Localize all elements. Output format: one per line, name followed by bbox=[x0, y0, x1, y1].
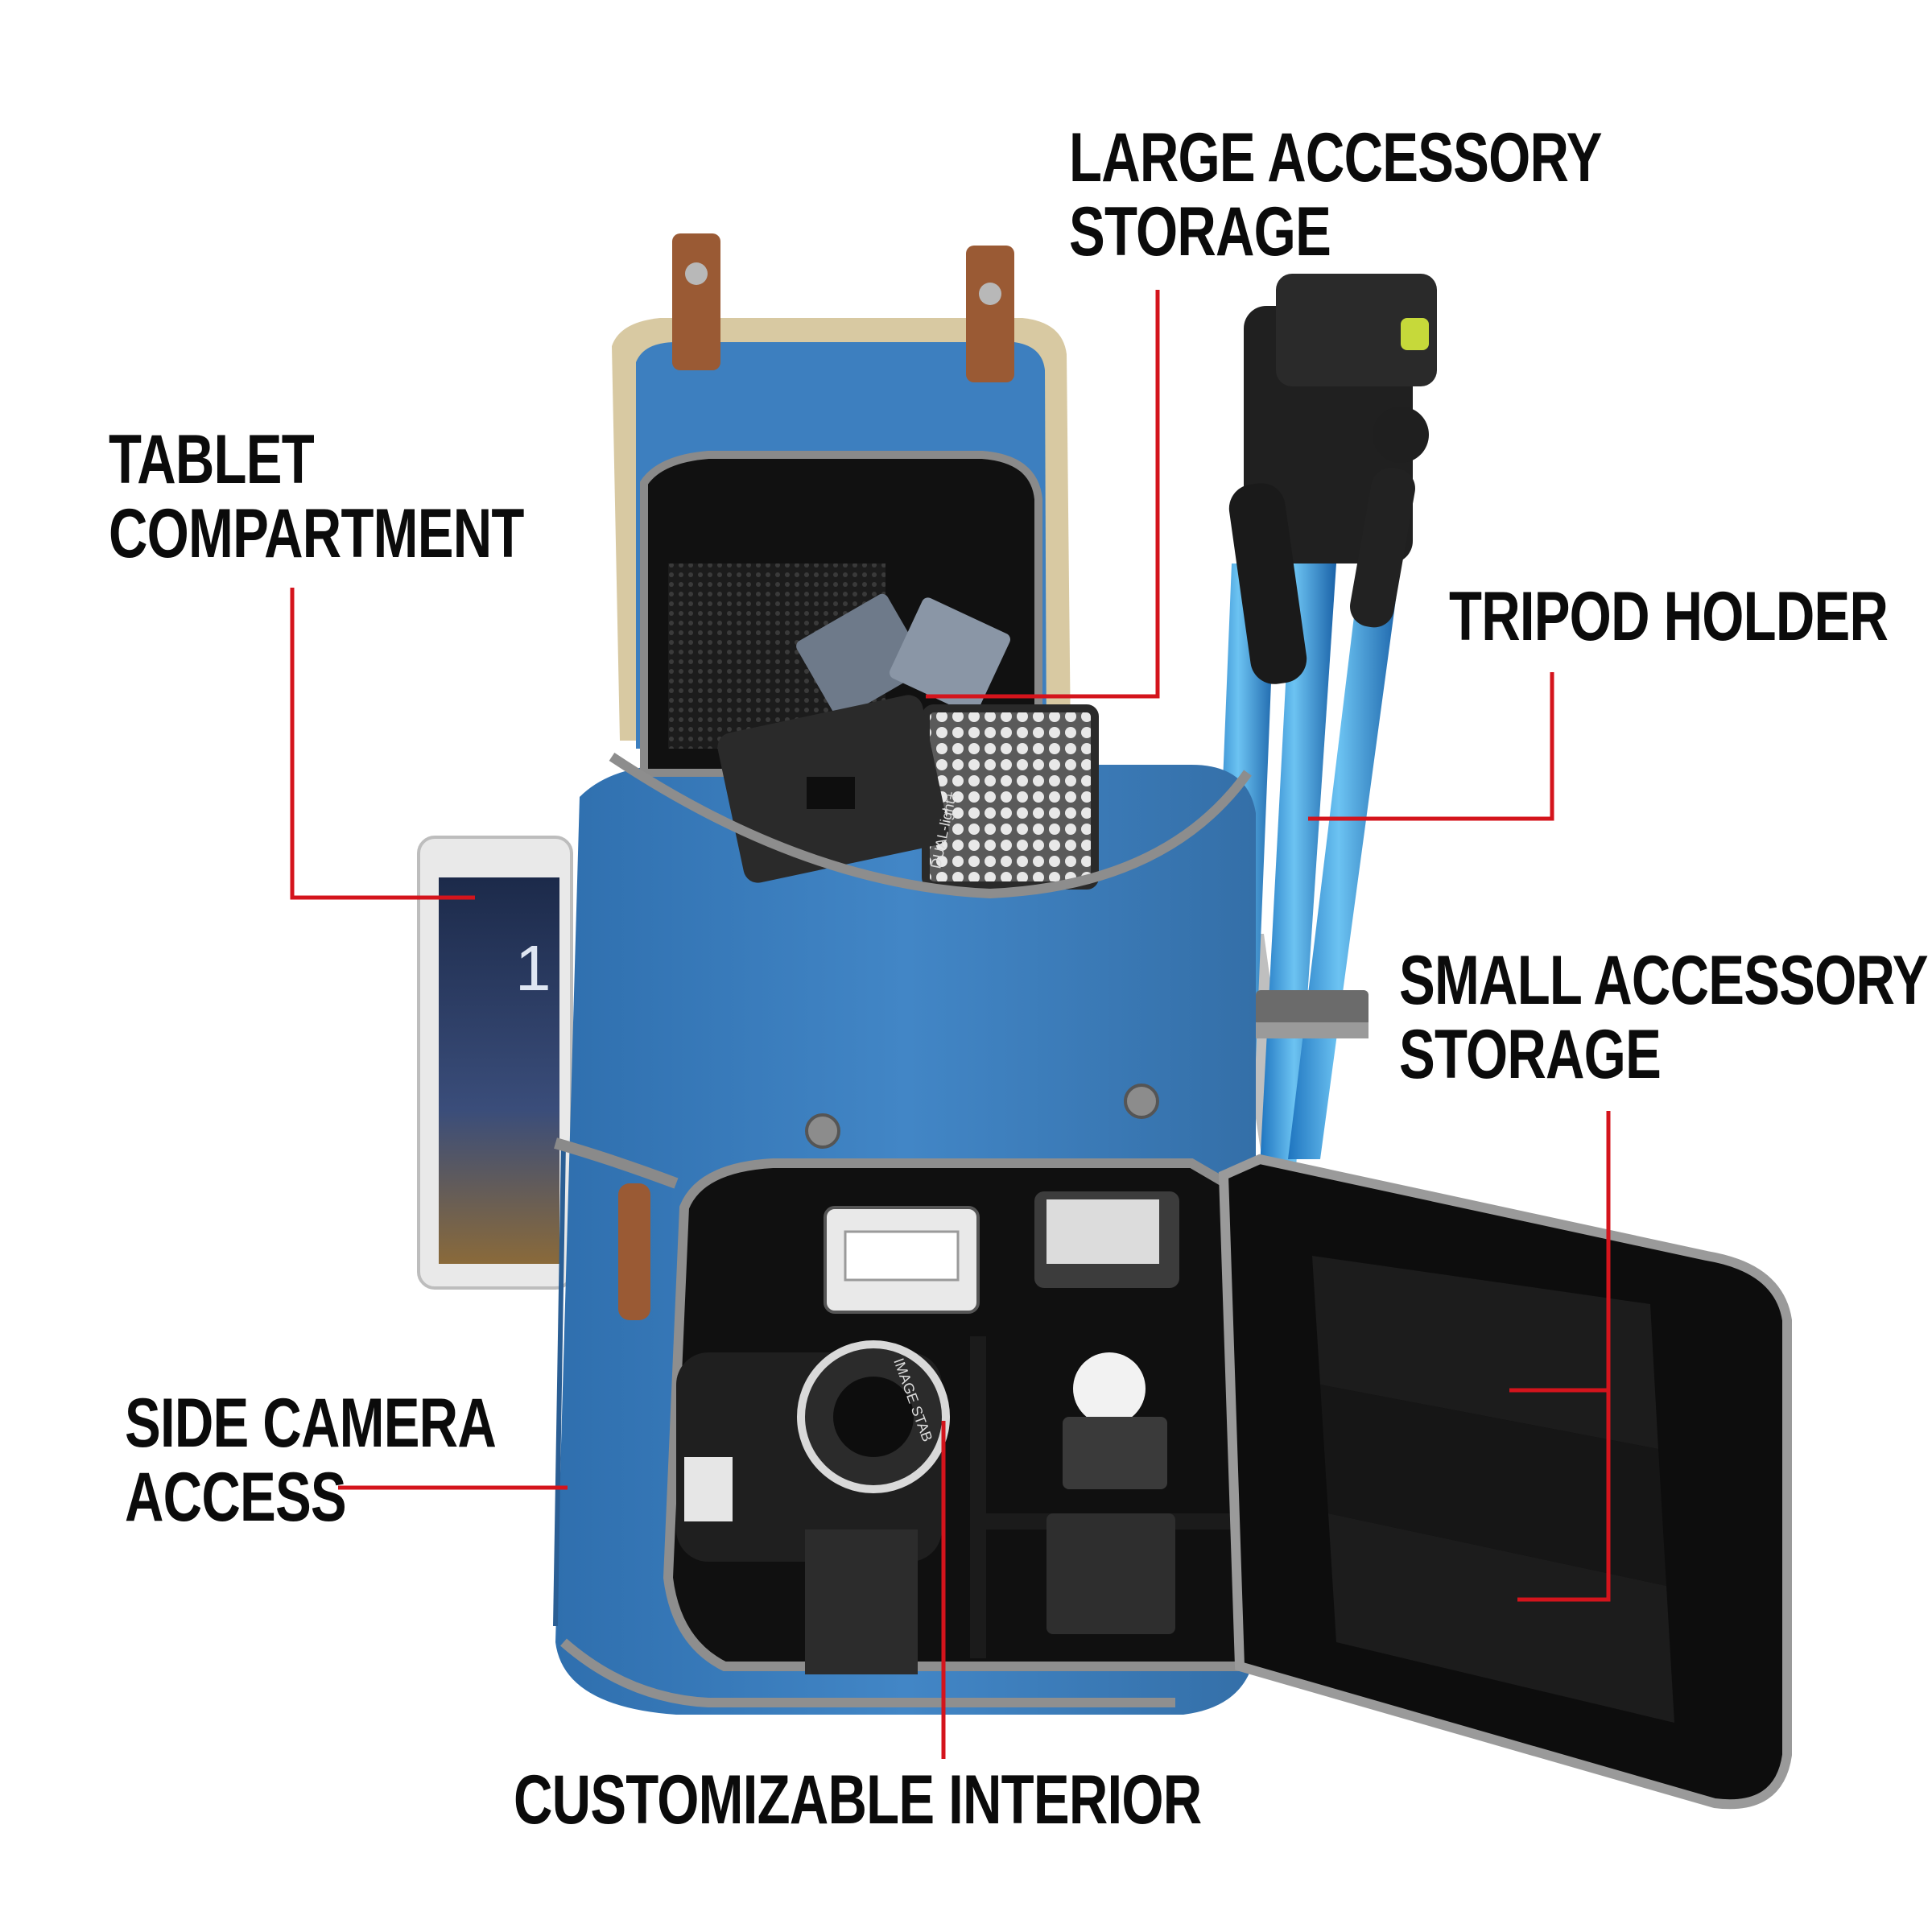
callout-customizable-interior: CUSTOMIZABLE INTERIOR bbox=[514, 1761, 1202, 1839]
leader-large-accessory bbox=[926, 290, 1160, 699]
leader-small-accessory bbox=[1517, 1111, 1611, 1602]
callout-side-camera-line1: SIDE CAMERA bbox=[125, 1385, 497, 1462]
callout-side-camera-line2: ACCESS bbox=[125, 1459, 347, 1536]
leader-tripod bbox=[1308, 672, 1554, 821]
callout-tablet-line2: COMPARTMENT bbox=[109, 495, 524, 572]
callout-large-accessory-line1: LARGE ACCESSORY bbox=[1069, 119, 1602, 196]
leader-tablet bbox=[290, 588, 475, 900]
callout-small-accessory-line2: STORAGE bbox=[1399, 1016, 1662, 1093]
callout-tripod-line1: TRIPOD HOLDER bbox=[1449, 578, 1889, 655]
callout-large-accessory-storage: LARGE ACCESSORY STORAGE bbox=[1069, 121, 1602, 269]
front-panel bbox=[1218, 1154, 1792, 1810]
tablet: 1 bbox=[417, 836, 573, 1290]
callout-small-accessory-line1: SMALL ACCESSORY bbox=[1399, 942, 1928, 1019]
callout-tablet-compartment: TABLET COMPARTMENT bbox=[109, 423, 524, 571]
callout-small-accessory-storage: SMALL ACCESSORY STORAGE bbox=[1399, 943, 1928, 1092]
main-compartment: IMAGE STAB bbox=[663, 1158, 1249, 1674]
tripod bbox=[1208, 274, 1437, 1171]
svg-text:1: 1 bbox=[515, 932, 551, 1004]
callout-side-camera-access: SIDE CAMERA ACCESS bbox=[125, 1385, 497, 1536]
callout-tablet-line1: TABLET bbox=[109, 421, 315, 498]
callout-large-accessory-line2: STORAGE bbox=[1069, 193, 1331, 270]
callout-interior-line1: CUSTOMIZABLE INTERIOR bbox=[514, 1761, 1202, 1839]
leader-lines bbox=[290, 290, 1611, 1759]
top-compartment-gear: DUAL-light+ bbox=[609, 593, 1252, 899]
callout-tripod-holder: TRIPOD HOLDER bbox=[1449, 578, 1889, 655]
